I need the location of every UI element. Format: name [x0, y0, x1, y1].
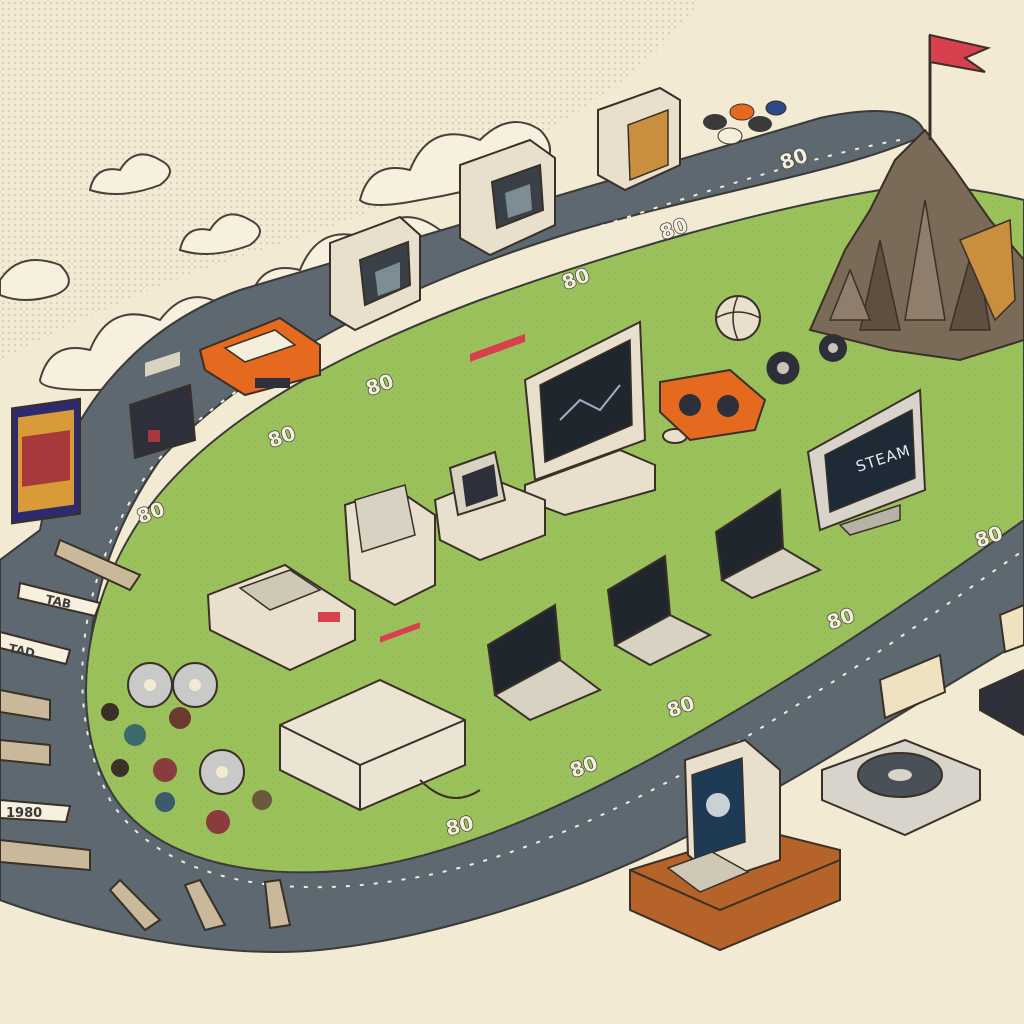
fence-post — [263, 878, 292, 930]
laptop — [714, 488, 823, 600]
sign-text-1980: 1980 — [6, 806, 42, 821]
keyboard — [666, 851, 750, 893]
crt-monitor — [459, 138, 556, 257]
game-box-cover — [11, 397, 81, 525]
steam-monitor: STEAM — [806, 388, 927, 536]
dark-console-box — [979, 668, 1024, 737]
controller-pads — [703, 100, 787, 145]
fence-post — [183, 878, 227, 932]
road-marker: 80 — [443, 810, 476, 840]
cd-discs — [101, 662, 272, 834]
game-box-tower — [597, 86, 681, 192]
wheels — [766, 334, 847, 385]
mountain-peak — [808, 33, 1024, 362]
sign-text-tab: TAB — [44, 592, 72, 611]
fence-post — [0, 838, 91, 872]
red-flag — [929, 33, 992, 73]
road-center-dashes — [81, 139, 1024, 889]
roadside-signs: TAB TAD 1980 — [0, 538, 292, 932]
banner-sign — [16, 581, 102, 618]
banner-sign — [0, 798, 72, 824]
fence-post — [0, 738, 51, 767]
fence-post — [0, 688, 51, 722]
desktop-computer-with-monitor — [523, 320, 688, 517]
turntable-console — [821, 738, 981, 837]
cloud — [88, 153, 171, 195]
cartridge-console — [128, 351, 197, 460]
envelopes — [878, 603, 1024, 720]
banner-sign — [0, 630, 72, 666]
beige-console-tower — [343, 484, 436, 607]
desk-crt-monitor — [666, 738, 781, 893]
cloud — [358, 121, 551, 206]
basketball — [715, 295, 761, 341]
orange-retro-console — [198, 316, 321, 397]
cloud — [178, 213, 261, 255]
controller-cable — [419, 779, 481, 799]
cloud — [0, 259, 70, 301]
nes-console — [279, 622, 481, 812]
sign-text-tad: TAD — [7, 641, 36, 660]
laptop — [606, 554, 713, 667]
fence-post — [108, 878, 162, 932]
desktop-printer-console — [206, 563, 356, 672]
boombox — [659, 368, 767, 442]
laptop — [486, 603, 602, 722]
fence-post — [53, 538, 142, 592]
retro-computer — [433, 333, 546, 562]
sky-shading — [0, 0, 700, 360]
crt-monitor — [329, 215, 421, 332]
